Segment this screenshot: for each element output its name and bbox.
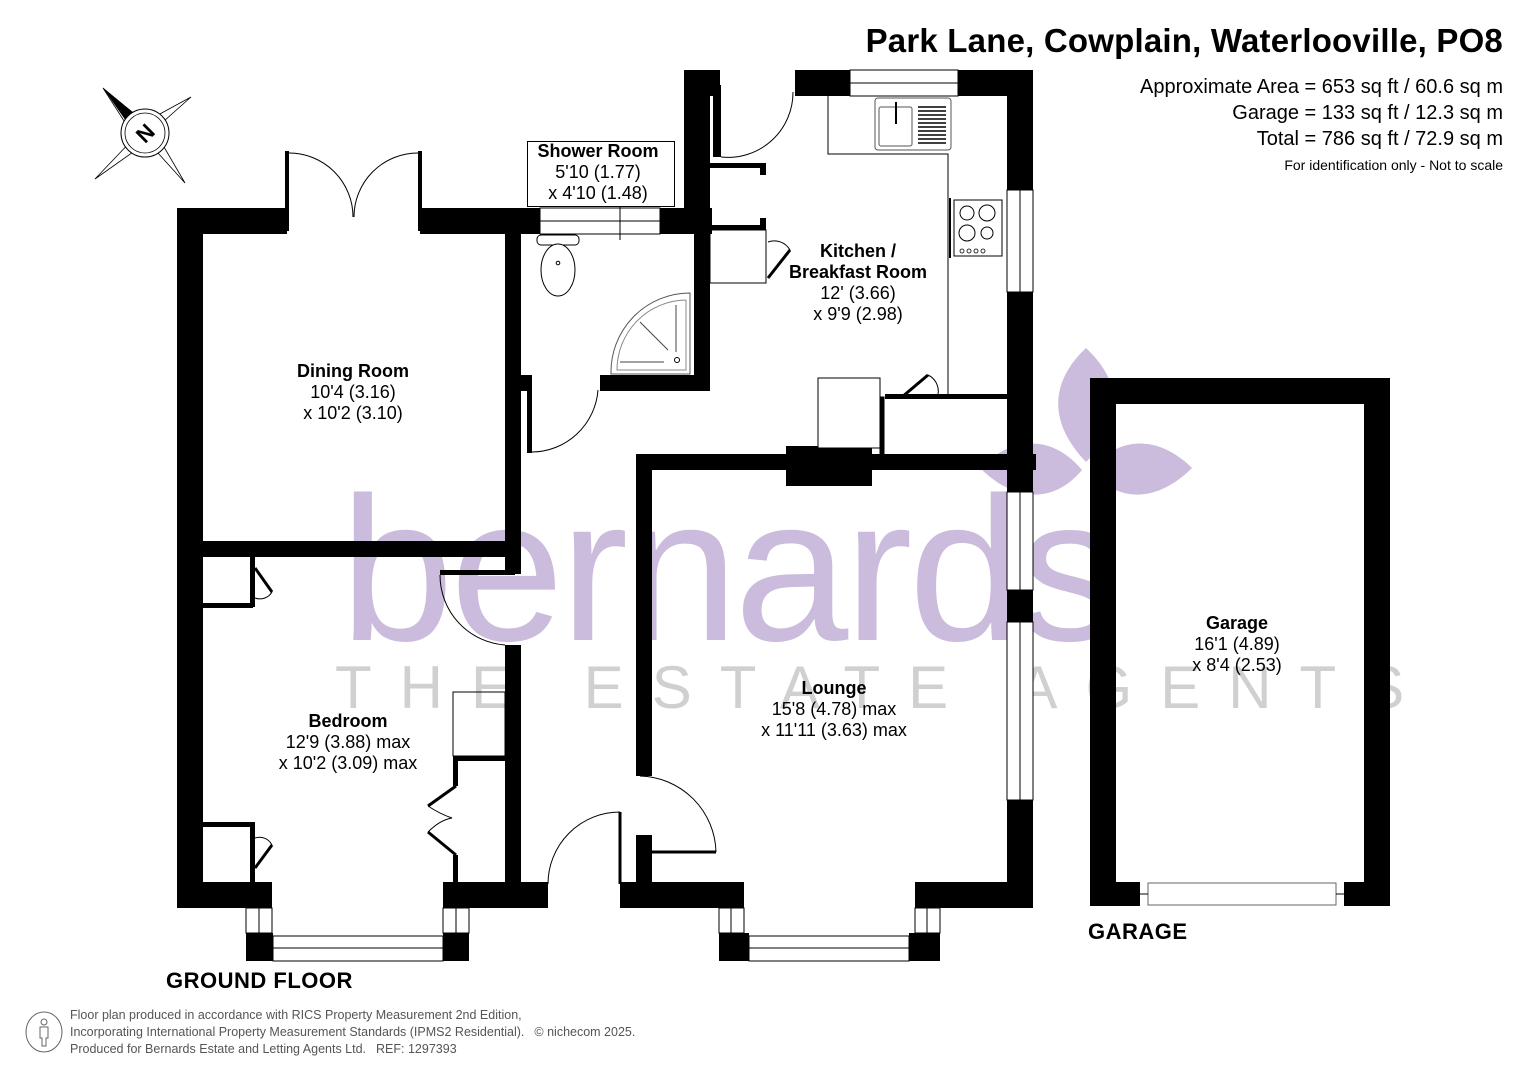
french-door-left: [288, 152, 354, 218]
scale-note: For identification only - Not to scale: [1284, 157, 1503, 173]
area-approx: Approximate Area = 653 sq ft / 60.6 sq m: [1140, 76, 1503, 98]
footer-line-1: Floor plan produced in accordance with R…: [70, 1008, 522, 1022]
room-label-bedroom: Bedroom 12'9 (3.88) max x 10'2 (3.09) ma…: [278, 711, 418, 773]
person-scale-icon: [25, 1011, 63, 1053]
room-label-garage: Garage 16'1 (4.89) x 8'4 (2.53): [1192, 613, 1282, 675]
footer-line-2: Incorporating International Property Mea…: [70, 1025, 525, 1039]
property-title: Park Lane, Cowplain, Waterlooville, PO8: [865, 22, 1503, 59]
floor-label-garage: GARAGE: [1088, 919, 1188, 944]
floor-label-ground: GROUND FLOOR: [166, 968, 353, 993]
area-garage: Garage = 133 sq ft / 12.3 sq m: [1232, 102, 1503, 124]
footer-disclaimer: Floor plan produced in accordance with R…: [70, 1007, 635, 1058]
shower-room-label-box: [527, 141, 675, 207]
room-label-kitchen: Kitchen / Breakfast Room 12' (3.66) x 9'…: [788, 241, 928, 324]
room-label-dining-room: Dining Room 10'4 (3.16) x 10'2 (3.10): [297, 361, 409, 423]
footer-copyright: © nichecom 2025.: [534, 1025, 636, 1039]
walls: [177, 70, 1390, 961]
watermark-brand: bernards: [340, 455, 1117, 684]
compass-north-icon: N: [94, 87, 192, 184]
room-label-lounge: Lounge 15'8 (4.78) max x 11'11 (3.63) ma…: [761, 678, 907, 740]
area-total: Total = 786 sq ft / 72.9 sq m: [1256, 128, 1503, 150]
room-label-shower-room: Shower Room 5'10 (1.77) x 4'10 (1.48): [537, 141, 659, 203]
french-door-right: [353, 152, 419, 218]
footer-line-3: Produced for Bernards Estate and Letting…: [70, 1042, 367, 1056]
area-summary: Approximate Area = 653 sq ft / 60.6 sq m…: [1140, 74, 1503, 152]
footer-ref: REF: 1297393: [376, 1042, 457, 1056]
